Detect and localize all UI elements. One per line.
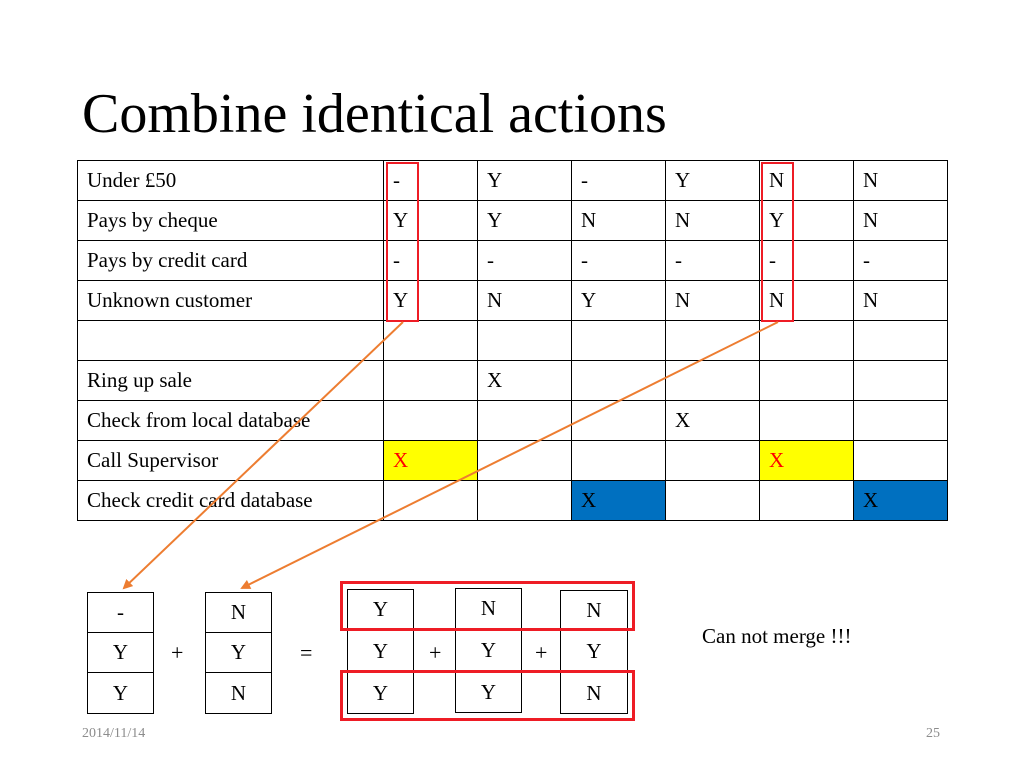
table-row: Ring up sale X: [77, 360, 948, 401]
rule-cell-highlighted: X: [571, 480, 666, 521]
action-label: Check from local database: [77, 400, 384, 441]
table-row: Under £50 - Y - Y N N: [77, 160, 948, 201]
merge-cell-a-1: -: [87, 592, 154, 633]
rule-cell: [853, 440, 948, 481]
rule-cell: [665, 440, 760, 481]
table-row: Check credit card database X X: [77, 480, 948, 521]
result-cell: Y: [347, 629, 414, 673]
cannot-merge-note: Can not merge !!!: [702, 624, 852, 648]
column-highlight-box: [386, 162, 419, 322]
condition-label: Pays by credit card: [77, 240, 384, 281]
result-cell: N: [455, 588, 522, 629]
plus-sign: +: [171, 640, 184, 665]
rule-cell: N: [665, 200, 760, 241]
rule-cell: N: [853, 160, 948, 201]
action-label: Call Supervisor: [77, 440, 384, 481]
rule-cell: [383, 480, 478, 521]
rule-cell: [665, 360, 760, 401]
rule-cell: Y: [665, 160, 760, 201]
arrow-left: [122, 321, 404, 590]
rule-cell: -: [665, 240, 760, 281]
plus-sign: +: [429, 640, 442, 665]
rule-cell: Y: [383, 280, 478, 321]
rule-cell: [759, 400, 854, 441]
rule-cell: [853, 360, 948, 401]
condition-label: Under £50: [77, 160, 384, 201]
slide-page-number: 25: [926, 726, 940, 741]
row-highlight-box: [340, 581, 635, 631]
arrow-right: [240, 321, 779, 589]
merge-cell-b-2: Y: [205, 632, 272, 673]
rule-cell: N: [477, 280, 572, 321]
merge-cell-b-1: N: [205, 592, 272, 633]
merge-cell-b-3: N: [205, 672, 272, 714]
rule-cell-highlighted: X: [853, 480, 948, 521]
rule-cell-highlighted: X: [383, 440, 478, 481]
rule-cell: [759, 320, 854, 361]
rule-cell: [383, 360, 478, 401]
table-row-empty: [77, 320, 948, 361]
merge-cell-a-2: Y: [87, 632, 154, 673]
result-cell: Y: [347, 589, 414, 630]
rule-cell: Y: [477, 160, 572, 201]
slide-date: 2014/11/14: [82, 726, 146, 741]
merge-cell-a-3: Y: [87, 672, 154, 714]
rule-cell: -: [759, 240, 854, 281]
row-highlight-box: [340, 670, 635, 721]
slide-title: Combine identical actions: [82, 83, 667, 145]
rule-cell: N: [853, 280, 948, 321]
result-cell: Y: [560, 630, 628, 673]
result-cell: Y: [455, 671, 522, 713]
rule-cell: [477, 480, 572, 521]
decision-table: Under £50 - Y - Y N N Pays by cheque Y Y…: [77, 160, 948, 521]
rule-cell: X: [665, 400, 760, 441]
rule-cell: Y: [759, 200, 854, 241]
rule-cell: -: [477, 240, 572, 281]
result-cell: Y: [455, 628, 522, 672]
table-row: Pays by cheque Y Y N N Y N: [77, 200, 948, 241]
rule-cell: [571, 320, 666, 361]
rule-cell: X: [477, 360, 572, 401]
rule-cell: [759, 480, 854, 521]
table-row: Call Supervisor X X: [77, 440, 948, 481]
table-row: Pays by credit card - - - - - -: [77, 240, 948, 281]
equals-sign: =: [300, 640, 313, 665]
rule-cell: Y: [383, 200, 478, 241]
rule-cell: Y: [477, 200, 572, 241]
rule-cell: N: [571, 200, 666, 241]
rule-cell: [665, 480, 760, 521]
rule-cell: [853, 400, 948, 441]
action-label: Check credit card database: [77, 480, 384, 521]
condition-label: [77, 320, 384, 361]
plus-sign: +: [535, 640, 548, 665]
column-highlight-box: [761, 162, 794, 322]
rule-cell-highlighted: X: [759, 440, 854, 481]
condition-label: Pays by cheque: [77, 200, 384, 241]
rule-cell: N: [853, 200, 948, 241]
